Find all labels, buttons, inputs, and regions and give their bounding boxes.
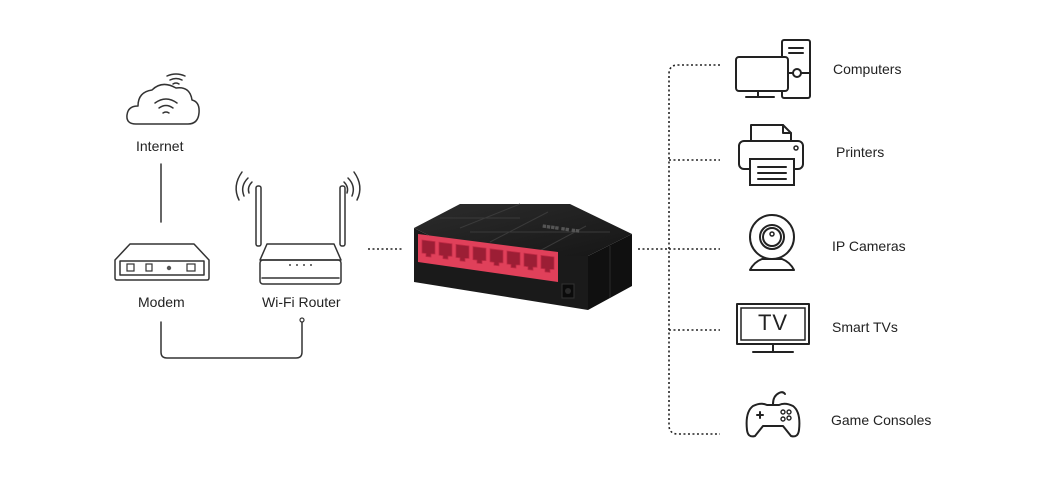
modem-label: Modem	[138, 294, 185, 310]
device-label-printers: Printers	[836, 144, 885, 160]
tv-icon: TV	[736, 303, 812, 353]
router-cable-port	[299, 317, 305, 323]
tv-icon-text: TV	[757, 310, 789, 335]
cloud-wifi-icon	[126, 73, 200, 125]
ethernet-port	[540, 254, 555, 273]
modem-router-cable	[160, 321, 303, 359]
ethernet-port	[523, 252, 538, 271]
wifi-router-icon	[235, 171, 361, 285]
gamepad-icon	[745, 391, 801, 438]
device-label-computers: Computers	[833, 61, 902, 77]
device-label-game-consoles: Game Consoles	[831, 412, 932, 428]
ethernet-port	[438, 241, 453, 260]
ethernet-port	[489, 248, 504, 267]
ethernet-port	[421, 239, 436, 258]
port-panel-background	[418, 234, 558, 282]
webcam-icon	[749, 214, 795, 271]
ethernet-port	[506, 250, 521, 269]
ethernet-port	[472, 246, 487, 265]
internet-label: Internet	[136, 138, 184, 154]
modem-icon	[114, 243, 210, 281]
computer-icon	[735, 39, 811, 99]
ethernet-port	[455, 243, 470, 262]
router-label: Wi-Fi Router	[262, 294, 341, 310]
printer-icon	[738, 124, 804, 186]
device-bus-dotted-line	[668, 64, 720, 435]
device-label-ip-cameras: IP Cameras	[832, 238, 906, 254]
device-label-smart-tvs: Smart TVs	[832, 319, 898, 335]
ethernet-switch-icon: ■■■■ ■■ ■■	[414, 203, 632, 310]
port-panel	[418, 234, 558, 282]
